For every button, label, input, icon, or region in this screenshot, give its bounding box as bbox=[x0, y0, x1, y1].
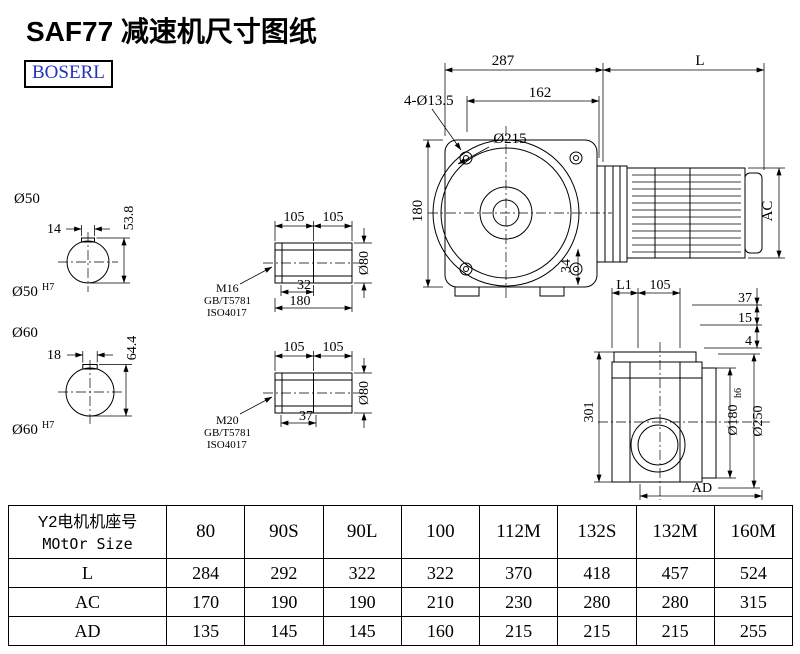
cell-ac-90s: 190 bbox=[244, 587, 324, 617]
dim-180-front: 180 bbox=[410, 200, 426, 223]
size-col-112m: 112M bbox=[478, 505, 559, 559]
cell-ac-80: 170 bbox=[165, 587, 246, 617]
size-col-160m: 160M bbox=[713, 505, 794, 559]
shaft-detail-m20: 105 105 Ø80 37 M20 GB/T5781 ISO4017 bbox=[204, 340, 372, 451]
table-row-ad: AD 135 145 145 160 215 215 215 255 bbox=[8, 616, 794, 646]
cell-l-90s: 292 bbox=[244, 558, 324, 588]
dim-key-height-60: 64.4 bbox=[125, 336, 140, 361]
size-col-80: 80 bbox=[165, 505, 246, 559]
cell-ad-160m: 255 bbox=[713, 616, 794, 646]
motor-size-table: Y2电机机座号 MOtOr Size 80 90S 90L 100 112M 1… bbox=[8, 505, 794, 646]
dim-bolt-holes: 4-Ø13.5 bbox=[404, 93, 454, 109]
cell-ad-112m: 215 bbox=[478, 616, 559, 646]
cell-ad-90l: 145 bbox=[322, 616, 402, 646]
size-col-100: 100 bbox=[400, 505, 481, 559]
gearbox-side-view: L1 105 37 15 4 301 Ø180 h6 Ø250 bbox=[582, 278, 772, 500]
dim-l1: L1 bbox=[616, 278, 632, 293]
cell-l-132m: 457 bbox=[635, 558, 715, 588]
dia-215: Ø215 bbox=[493, 131, 526, 147]
dim-key-width-50: 14 bbox=[47, 222, 61, 237]
dim-105-a1: 105 bbox=[284, 210, 305, 225]
dim-287: 287 bbox=[492, 53, 515, 69]
table-header-row: Y2电机机座号 MOtOr Size 80 90S 90L 100 112M 1… bbox=[8, 505, 794, 559]
size-col-90s: 90S bbox=[244, 505, 324, 559]
brand-logo: BOSERL bbox=[24, 60, 113, 88]
dim-105-a2: 105 bbox=[284, 340, 305, 355]
dim-15: 15 bbox=[738, 311, 752, 326]
size-col-90l: 90L bbox=[322, 505, 402, 559]
row-label-ac: AC bbox=[8, 587, 167, 617]
cell-ad-80: 135 bbox=[165, 616, 246, 646]
dim-180-shaft: 180 bbox=[290, 294, 311, 309]
dim-34: 34 bbox=[559, 259, 574, 273]
table-row-ac: AC 170 190 190 210 230 280 280 315 bbox=[8, 587, 794, 617]
dim-105-side: 105 bbox=[650, 278, 671, 293]
row-label-ad: AD bbox=[8, 616, 167, 646]
shaft-50-dia-label: Ø50 bbox=[14, 191, 40, 207]
gearbox-front-view: 287 L 162 4-Ø13.5 Ø215 180 34 AC bbox=[404, 53, 785, 300]
dia-80-label-1: Ø80 bbox=[357, 251, 372, 275]
cell-ad-100: 160 bbox=[400, 616, 481, 646]
dim-ad: AD bbox=[692, 481, 712, 496]
size-col-132m: 132M bbox=[635, 505, 715, 559]
dim-l: L bbox=[695, 53, 704, 69]
motor-label-cn: Y2电机机座号 bbox=[37, 514, 138, 531]
shaft-60-bore-label: Ø60 bbox=[12, 422, 38, 438]
shaft-60-bore-tol: H7 bbox=[42, 420, 54, 431]
dim-key-width-60: 18 bbox=[47, 348, 61, 363]
technical-drawing: 14 53.8 Ø50 Ø50 H7 18 64.4 Ø60 bbox=[12, 53, 785, 500]
cell-l-100: 322 bbox=[400, 558, 481, 588]
shaft-cross-section-50: 14 53.8 Ø50 Ø50 H7 bbox=[12, 191, 137, 300]
cell-ac-112m: 230 bbox=[478, 587, 559, 617]
std-iso-label-1: ISO4017 bbox=[207, 307, 247, 319]
row-label-l: L bbox=[8, 558, 167, 588]
cell-ac-90l: 190 bbox=[322, 587, 402, 617]
dim-ac: AC bbox=[760, 201, 776, 222]
motor-label-en: MOtOr Size bbox=[42, 535, 133, 553]
cell-l-90l: 322 bbox=[322, 558, 402, 588]
motor-size-header-cell: Y2电机机座号 MOtOr Size bbox=[8, 505, 167, 559]
cell-ac-132s: 280 bbox=[557, 587, 637, 617]
cell-ad-132m: 215 bbox=[635, 616, 715, 646]
shaft-50-bore-tol: H7 bbox=[42, 282, 54, 293]
dia-180-tol: h6 bbox=[733, 388, 744, 398]
cell-l-80: 284 bbox=[165, 558, 246, 588]
dim-162: 162 bbox=[529, 85, 552, 101]
thread-label-m16: M16 bbox=[216, 281, 239, 295]
std-gb-label-2: GB/T5781 bbox=[204, 427, 251, 439]
shaft-detail-m16: 105 105 Ø80 32 180 M16 GB/T5781 ISO4017 bbox=[204, 210, 372, 319]
size-col-132s: 132S bbox=[557, 505, 637, 559]
std-gb-label-1: GB/T5781 bbox=[204, 295, 251, 307]
dim-105-b2: 105 bbox=[323, 340, 344, 355]
cell-ac-160m: 315 bbox=[713, 587, 794, 617]
std-iso-label-2: ISO4017 bbox=[207, 439, 247, 451]
table-row-l: L 284 292 322 322 370 418 457 524 bbox=[8, 558, 794, 588]
cell-ad-132s: 215 bbox=[557, 616, 637, 646]
shaft-50-bore-label: Ø50 bbox=[12, 284, 38, 300]
dim-105-b1: 105 bbox=[323, 210, 344, 225]
cell-l-112m: 370 bbox=[478, 558, 559, 588]
page-title: SAF77 减速机尺寸图纸 bbox=[26, 16, 317, 47]
dim-32: 32 bbox=[297, 278, 311, 293]
dim-4: 4 bbox=[745, 334, 752, 349]
cell-ac-100: 210 bbox=[400, 587, 481, 617]
shaft-cross-section-60: 18 64.4 Ø60 Ø60 H7 bbox=[12, 325, 140, 438]
dim-37-side: 37 bbox=[738, 291, 752, 306]
dim-301: 301 bbox=[582, 402, 597, 423]
thread-label-m20: M20 bbox=[216, 413, 239, 427]
dia-180: Ø180 bbox=[726, 404, 741, 435]
dim-key-height-50: 53.8 bbox=[122, 206, 137, 231]
cell-l-160m: 524 bbox=[713, 558, 794, 588]
dim-37-shaft: 37 bbox=[299, 409, 313, 424]
shaft-60-dia-label: Ø60 bbox=[12, 325, 38, 341]
dia-80-label-2: Ø80 bbox=[357, 381, 372, 405]
cell-ac-132m: 280 bbox=[635, 587, 715, 617]
dia-250: Ø250 bbox=[751, 405, 766, 436]
cell-ad-90s: 145 bbox=[244, 616, 324, 646]
cell-l-132s: 418 bbox=[557, 558, 637, 588]
